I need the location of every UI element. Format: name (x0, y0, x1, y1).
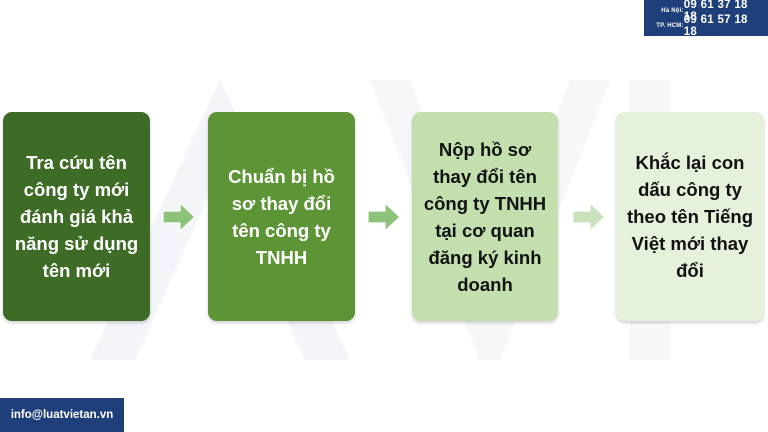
right-arrow-icon (367, 202, 401, 232)
email-banner[interactable]: info@luatvietan.vn (0, 398, 124, 432)
step-4-text: Khắc lại con dấu công ty theo tên Tiếng … (626, 152, 754, 281)
hotline-hcm-label: TP. HCM: (656, 22, 684, 29)
hotline-hanoi-label: Hà Nội: (661, 7, 684, 14)
step-3-text: Nộp hồ sơ thay đổi tên công ty TNHH tại … (423, 138, 547, 295)
email-link[interactable]: info@luatvietan.vn (10, 409, 114, 421)
step-1-box: Tra cứu tên công ty mới đánh giá khả năn… (3, 112, 150, 321)
right-arrow-icon (162, 202, 196, 232)
hotline-banner: Hà Nội: 09 61 37 18 18 TP. HCM: 09 61 57… (644, 0, 768, 38)
step-4-box: Khắc lại con dấu công ty theo tên Tiếng … (616, 112, 764, 321)
step-2-text: Chuẩn bị hồ sơ thay đổi tên công ty TNHH (228, 165, 335, 268)
hotline-hanoi: Hà Nội: 09 61 37 18 18 (648, 0, 764, 23)
step-1-text: Tra cứu tên công ty mới đánh giá khả năn… (14, 152, 139, 281)
step-2-box: Chuẩn bị hồ sơ thay đổi tên công ty TNHH (208, 112, 355, 321)
hotline-hcm-number[interactable]: 09 61 57 18 18 (683, 13, 748, 38)
right-arrow-icon (572, 202, 606, 232)
hotline-hanoi-number[interactable]: 09 61 37 18 18 (683, 0, 748, 23)
step-3-box: Nộp hồ sơ thay đổi tên công ty TNHH tại … (412, 112, 558, 321)
hotline-hcm: TP. HCM: 09 61 57 18 18 (648, 14, 764, 38)
